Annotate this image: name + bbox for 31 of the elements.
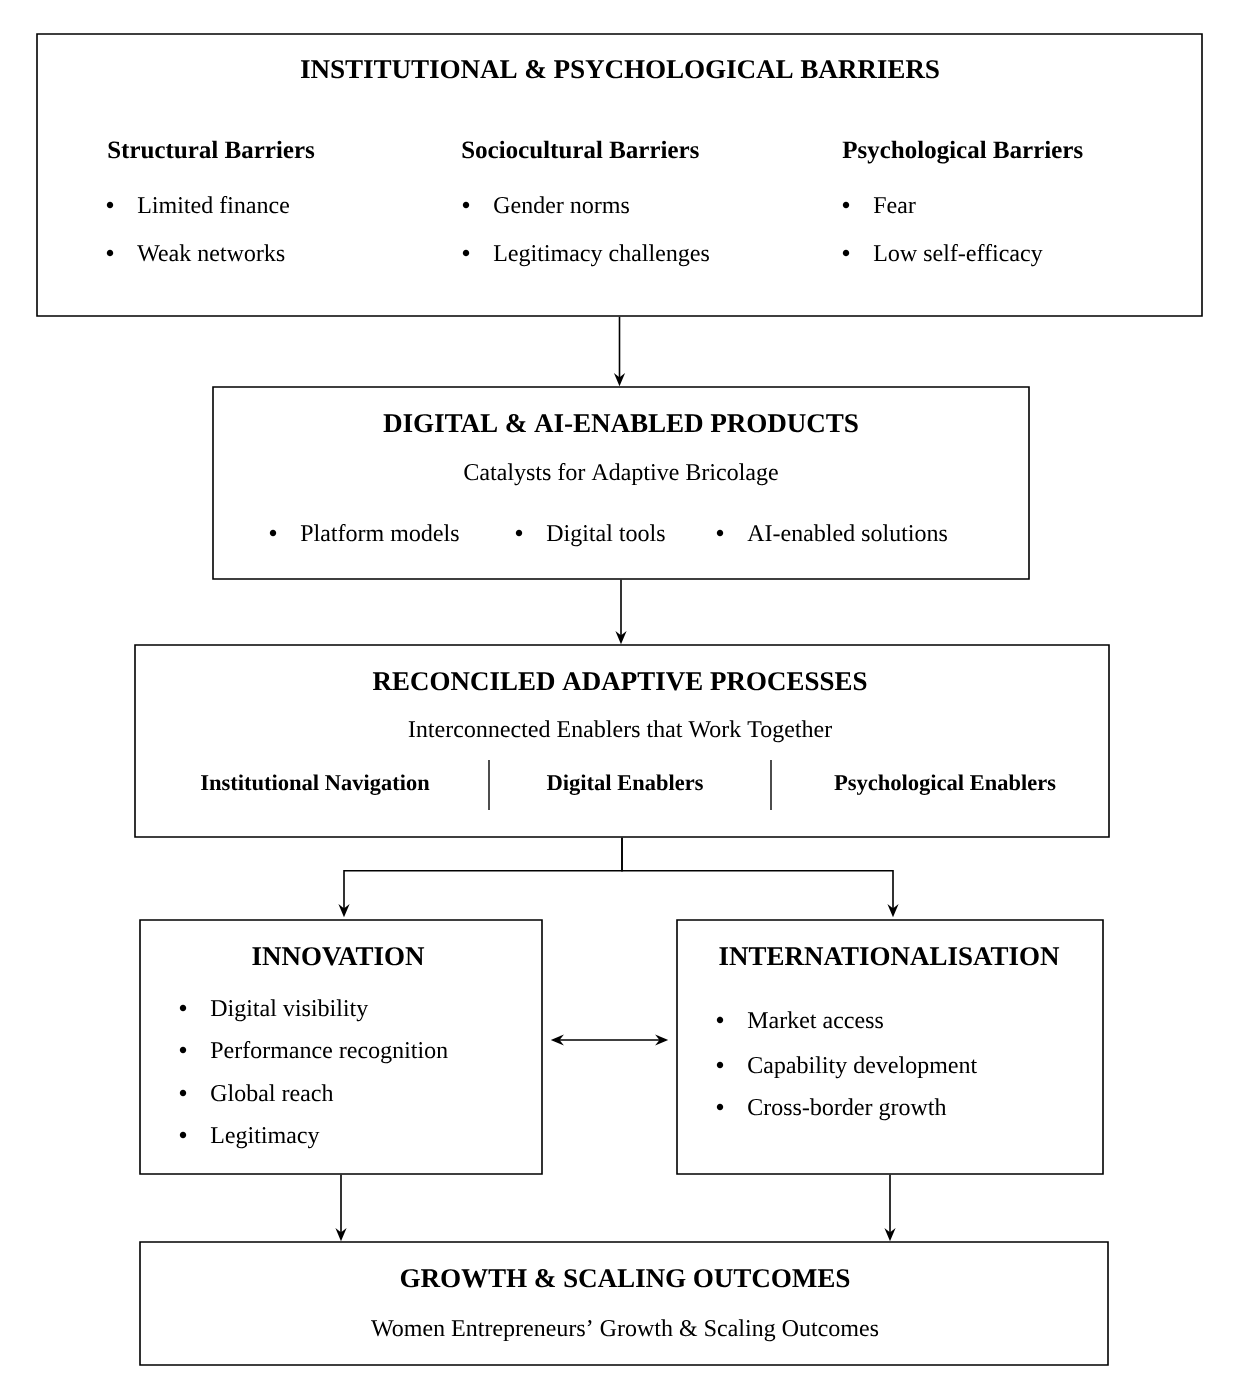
bullet-item: Legitimacy bbox=[210, 1127, 320, 1149]
bullet-item: Market access bbox=[747, 1011, 883, 1029]
bullet-item: Capability development bbox=[748, 1056, 978, 1079]
box-subtitle: Women Entrepreneurs’ Growth & Scaling Outcomes bbox=[371, 1319, 879, 1342]
bullet-item: Weak networks bbox=[137, 244, 285, 262]
box-title: INNOVATION bbox=[252, 947, 425, 966]
column-heading: Sociocultural Barriers bbox=[462, 140, 699, 159]
bullet-item: Gender norms bbox=[494, 196, 629, 214]
column-heading: Psychological Barriers bbox=[842, 140, 1083, 164]
enabler-label: Institutional Navigation bbox=[201, 774, 430, 795]
bullet-item: Digital tools bbox=[546, 524, 665, 547]
column-heading: Structural Barriers bbox=[108, 140, 315, 159]
bullet-item: Cross-border growth bbox=[748, 1098, 947, 1121]
box-title: GROWTH & SCALING OUTCOMES bbox=[400, 1269, 850, 1288]
bullet-item: Fear bbox=[873, 197, 916, 214]
bullet-item: Limited finance bbox=[137, 196, 289, 214]
bullet-item: Legitimacy challenges bbox=[493, 244, 709, 267]
bullet-item: Performance recognition bbox=[210, 1041, 448, 1064]
enabler-label: Digital Enablers bbox=[546, 774, 703, 795]
bullet-item: Digital visibility bbox=[210, 999, 369, 1022]
box-title: DIGITAL & AI-ENABLED PRODUCTS bbox=[383, 414, 858, 433]
box-title: INTERNATIONALISATION bbox=[719, 947, 1060, 966]
box-subtitle: Interconnected Enablers that Work Together bbox=[408, 720, 832, 743]
box-title: INSTITUTIONAL & PSYCHOLOGICAL BARRIERS bbox=[300, 60, 939, 79]
bullet-item: Low self-efficacy bbox=[873, 244, 1043, 267]
bullet-item: AI-enabled solutions bbox=[747, 524, 947, 542]
bullet-item: Global reach bbox=[211, 1084, 334, 1102]
bullet-item: Platform models bbox=[300, 524, 459, 542]
enabler-label: Psychological Enablers bbox=[834, 774, 1056, 795]
box-title: RECONCILED ADAPTIVE PROCESSES bbox=[372, 672, 867, 691]
box-subtitle: Catalysts for Adaptive Bricolage bbox=[464, 463, 778, 486]
